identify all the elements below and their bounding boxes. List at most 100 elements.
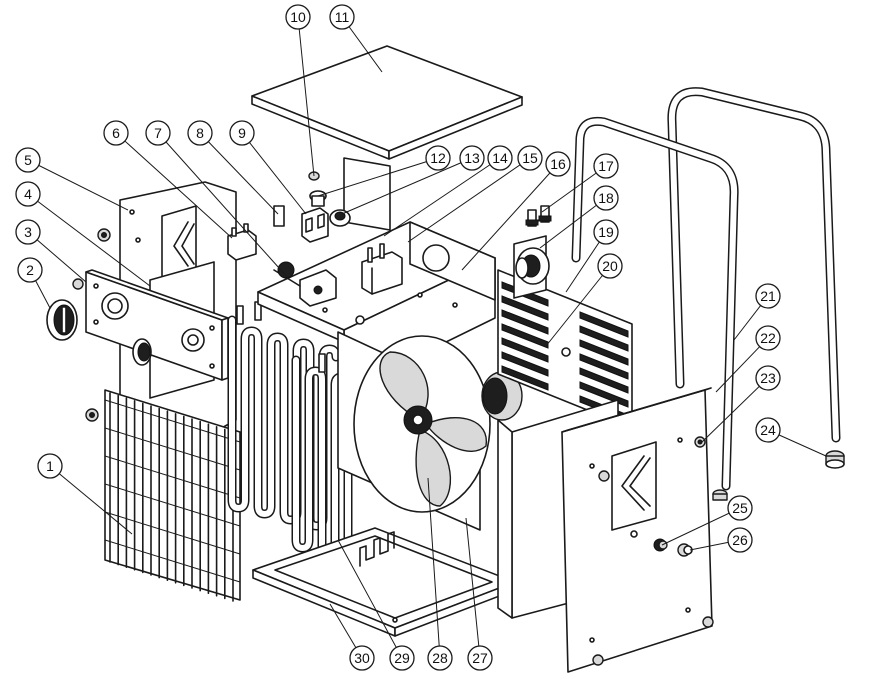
callout-22: 22 (715, 325, 781, 393)
callout-number: 12 (430, 150, 446, 166)
callout-1: 1 (37, 453, 133, 535)
callout-number: 23 (760, 370, 776, 386)
callout-number: 10 (290, 9, 306, 25)
base-tray (252, 527, 516, 637)
callout-circle (487, 145, 513, 171)
callout-circle (459, 145, 485, 171)
leader-line (297, 16, 315, 177)
callout-circle (285, 4, 311, 30)
callout-number: 4 (24, 186, 32, 202)
callout-circle (329, 4, 355, 30)
callout-circle (545, 151, 571, 177)
callout-circle (349, 645, 375, 671)
callout-circle (467, 645, 493, 671)
nut-left-top (97, 228, 111, 242)
callout-number: 7 (154, 125, 162, 141)
callout-25: 25 (661, 495, 753, 546)
leader-line (157, 132, 289, 279)
callout-number: 8 (196, 125, 204, 141)
callout-circle (593, 185, 619, 211)
fan-blade (353, 335, 491, 513)
nut-panel-d (592, 654, 604, 666)
leader-line (27, 231, 87, 283)
leader-line (465, 517, 481, 659)
leader-line (541, 165, 607, 213)
callout-13: 13 (341, 145, 485, 215)
callout-14: 14 (383, 145, 513, 237)
foot-cap (825, 450, 845, 469)
leader-line (317, 157, 439, 197)
leader-line (427, 477, 441, 659)
nut-panel-a (598, 470, 610, 482)
callout-circle (229, 120, 255, 146)
callout-number: 11 (335, 9, 350, 25)
control-plate (85, 269, 229, 381)
leader-line (27, 193, 151, 287)
callout-27: 27 (465, 517, 493, 671)
control-knob (46, 299, 78, 341)
push-button (677, 543, 693, 557)
callout-28: 28 (427, 477, 453, 671)
leader-line (115, 132, 233, 239)
callout-5: 5 (15, 147, 129, 211)
callout-number: 18 (598, 190, 614, 206)
callout-number: 26 (732, 532, 748, 548)
callout-16: 16 (461, 151, 571, 271)
callout-number: 5 (24, 152, 32, 168)
relay-13 (329, 209, 351, 227)
rear-bracket (343, 157, 391, 231)
callout-circle (755, 365, 781, 391)
handle-frame-front (571, 116, 739, 491)
callout-number: 28 (432, 650, 448, 666)
callout-circle (597, 253, 623, 279)
callout-circle (425, 145, 451, 171)
callout-number: 9 (238, 125, 246, 141)
leader-line (199, 132, 279, 215)
callout-number: 1 (46, 458, 54, 474)
indicator-lens (653, 538, 668, 552)
callout-circle (15, 219, 41, 245)
callout-circle (187, 120, 213, 146)
callout-circle (755, 283, 781, 309)
callout-6: 6 (103, 120, 233, 239)
nut-left-bottom (85, 408, 99, 422)
leader-line (341, 157, 473, 215)
leader-line (383, 157, 501, 237)
leader-line (407, 157, 531, 243)
callout-3: 3 (15, 219, 87, 283)
callout-circle (755, 325, 781, 351)
callout-26: 26 (689, 527, 753, 553)
callout-number: 22 (760, 330, 776, 346)
callout-20: 20 (545, 253, 623, 347)
callout-circle (593, 219, 619, 245)
callout-circle (727, 527, 753, 553)
callout-number: 6 (112, 125, 120, 141)
callout-circle (593, 153, 619, 179)
front-panel (561, 387, 713, 673)
leader-line (661, 507, 741, 546)
callout-number: 13 (464, 150, 480, 166)
handle-frame-back (667, 87, 841, 443)
callout-8: 8 (187, 120, 279, 215)
callout-circle (15, 181, 41, 207)
callout-circle (145, 120, 171, 146)
knob-small (132, 338, 152, 366)
callout-circle (15, 147, 41, 173)
callout-number: 17 (598, 158, 614, 174)
callout-10: 10 (285, 4, 315, 177)
connector-12 (309, 190, 327, 207)
fan-motor (481, 371, 523, 421)
leader-line (545, 265, 611, 347)
callout-number: 21 (760, 288, 776, 304)
capacitor-block (361, 243, 403, 295)
callout-number: 19 (598, 224, 614, 240)
leader-line (337, 539, 403, 659)
top-cover (251, 45, 523, 160)
callout-4: 4 (15, 181, 151, 287)
callout-circle (755, 417, 781, 443)
callout-number: 16 (550, 156, 566, 172)
callout-number: 27 (472, 650, 488, 666)
callout-12: 12 (317, 145, 451, 197)
